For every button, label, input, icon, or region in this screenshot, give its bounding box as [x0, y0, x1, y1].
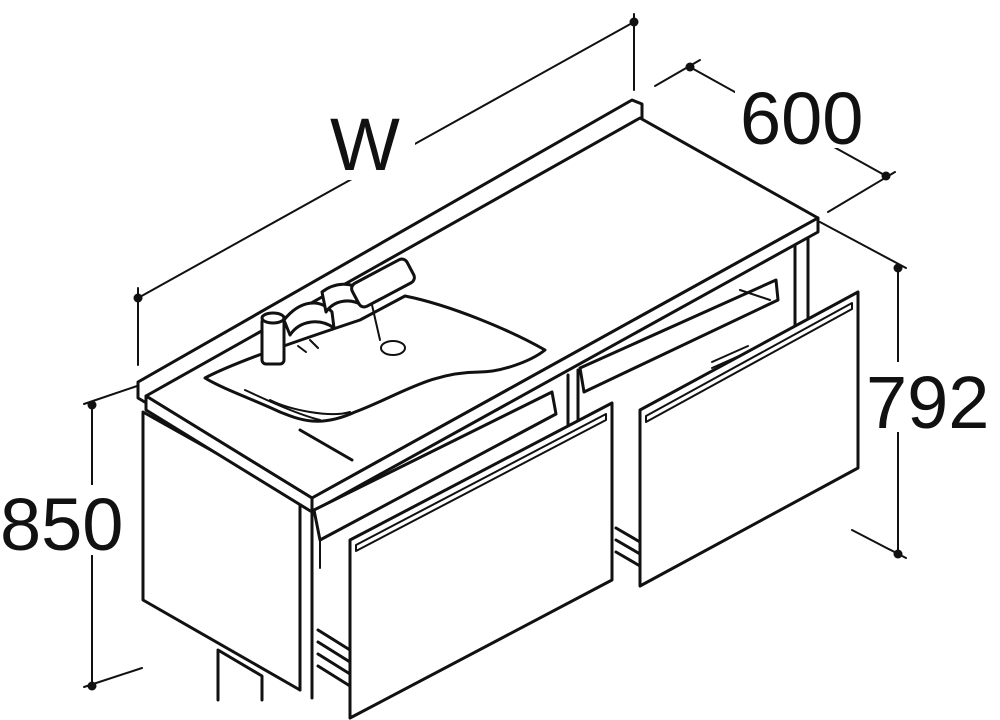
countertop-side-edge	[310, 216, 820, 514]
dimension-depth: 600	[654, 59, 896, 213]
drawer-interiors	[312, 278, 780, 688]
basin-outline	[203, 294, 547, 423]
drawer-front-left	[348, 401, 614, 720]
depth-dimension-label: 600	[740, 77, 863, 160]
left-height-dimension-label: 850	[0, 483, 123, 566]
width-dimension-label: W	[330, 103, 400, 186]
faucet-handle-icon	[260, 316, 286, 366]
drawer-rail-right	[614, 526, 642, 568]
dimension-left-height: 850	[0, 384, 143, 691]
dimension-right-height: 792	[819, 221, 1000, 559]
drain-icon	[380, 340, 406, 356]
dimension-width: W	[133, 13, 639, 366]
faucet	[260, 257, 416, 366]
right-height-dimension-label: 792	[866, 361, 989, 444]
sink-basin	[203, 294, 547, 462]
drawer-rail-left	[316, 628, 352, 688]
drawer-front-right	[638, 290, 860, 588]
faucet-spout-icon	[282, 301, 336, 337]
